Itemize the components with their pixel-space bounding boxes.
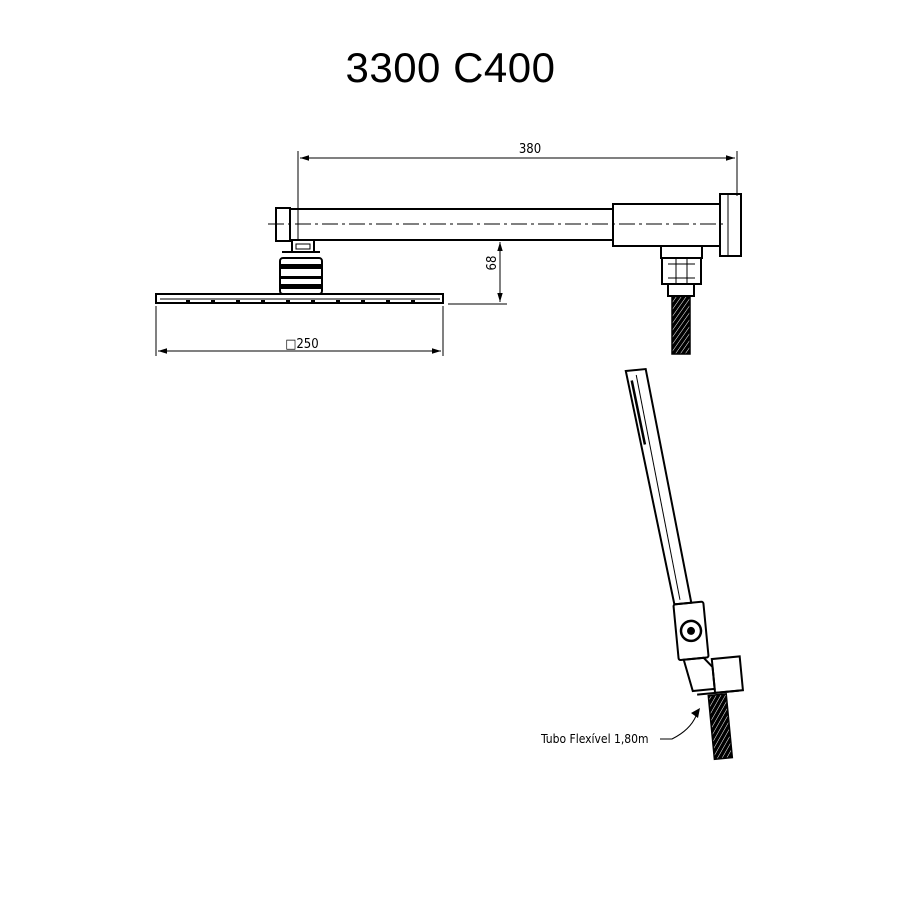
dimension-label-drop: 68 xyxy=(485,256,500,271)
upper-hose-stub xyxy=(667,283,695,355)
shower-head xyxy=(155,293,444,304)
hand-shower xyxy=(624,367,745,761)
dimension-label-size: □250 xyxy=(285,337,318,352)
drawing-title: 3300 C400 xyxy=(345,44,556,91)
dimension-label-arm: 380 xyxy=(519,142,541,157)
head-connector xyxy=(279,239,323,295)
shower-arm xyxy=(268,207,726,242)
dimension-arm-length: 380 xyxy=(297,142,738,240)
dimension-head-size: □250 xyxy=(155,306,444,356)
wall-connector xyxy=(612,193,742,285)
hose-label: Tubo Flexível 1,80m xyxy=(540,732,649,746)
dimension-head-drop: 68 xyxy=(448,242,507,305)
hose-callout: Tubo Flexível 1,80m xyxy=(540,708,700,746)
